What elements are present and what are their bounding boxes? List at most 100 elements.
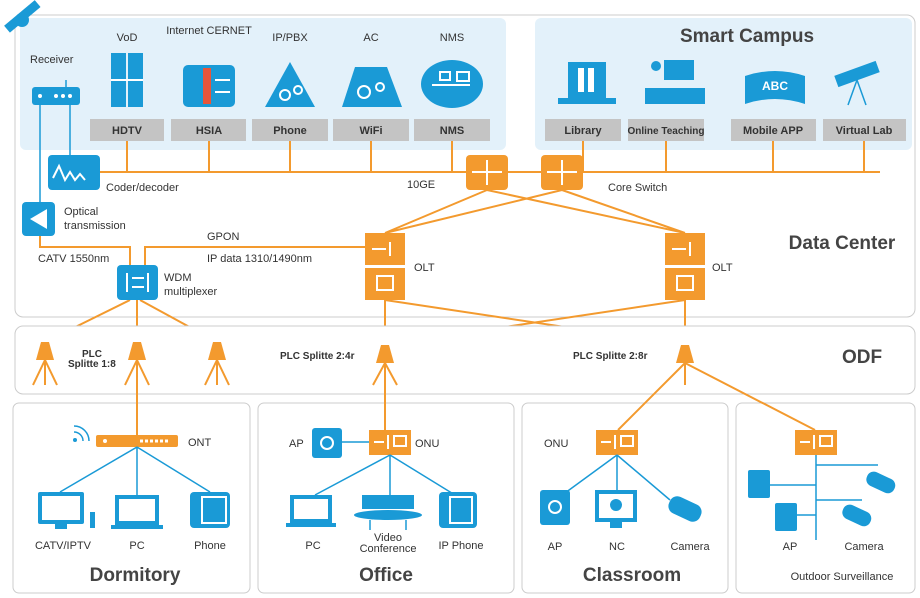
- 10ge-label: 10GE: [407, 179, 435, 191]
- outdoor-ap-icon: [748, 470, 797, 531]
- classroom-ap-icon: [540, 490, 570, 525]
- ont-label: ONT: [188, 437, 212, 449]
- splitter-icon: [32, 342, 58, 386]
- office-pc-icon: [286, 495, 336, 527]
- odf-frame: [14, 325, 916, 395]
- core-switch-1-icon: [466, 155, 508, 190]
- outdoor-onu-icon: [795, 430, 837, 455]
- ont-icon: [96, 435, 178, 447]
- service-hdtv: HDTV: [90, 119, 164, 141]
- splitter-1-8-label-2: Splitte 1:8: [68, 359, 116, 370]
- dorm-pc-label: PC: [129, 540, 144, 552]
- office-onu-label: ONU: [415, 438, 440, 450]
- classroom-ap-label: AP: [548, 541, 563, 553]
- classroom-camera-label: Camera: [670, 541, 710, 553]
- svg-text:HDTV: HDTV: [112, 125, 143, 137]
- outdoor-links: [770, 455, 878, 540]
- svg-text:NMS: NMS: [440, 125, 464, 137]
- smart-campus-panel: [535, 18, 912, 150]
- ac-gear-icon: [342, 67, 402, 107]
- campus-online-teaching: Online Teaching: [627, 119, 705, 141]
- wifi-icon: [73, 425, 90, 442]
- internet-cernet-label: Internet CERNET: [166, 25, 252, 37]
- splitter-icon: [124, 342, 150, 386]
- splitter-1-8-label-1: PLC: [82, 349, 102, 360]
- svg-text:Phone: Phone: [273, 125, 307, 137]
- dormitory-title: Dormitory: [90, 565, 181, 586]
- ac-label: AC: [363, 32, 378, 44]
- outdoor-frame: [735, 402, 916, 594]
- ippbx-label: IP/PBX: [272, 32, 308, 44]
- svg-text:HSIA: HSIA: [196, 125, 222, 137]
- service-hsia: HSIA: [171, 119, 246, 141]
- receiver-icon: [32, 80, 80, 105]
- services-panel: [20, 18, 506, 150]
- svg-text:WiFi: WiFi: [359, 125, 382, 137]
- office-ap-label: AP: [289, 438, 304, 450]
- ip-phone-icon: [439, 492, 477, 528]
- onu-icon: [369, 430, 411, 455]
- svg-text:Online Teaching: Online Teaching: [627, 126, 704, 137]
- coder-decoder-icon: [48, 155, 100, 190]
- core-switch-label: Core Switch: [608, 182, 667, 194]
- nms-top-label: NMS: [440, 32, 464, 44]
- nc-label: NC: [609, 541, 625, 553]
- conference-label: Conference: [360, 543, 417, 555]
- olt-1-label: OLT: [414, 262, 435, 274]
- splitter-icons: [32, 342, 694, 386]
- office-pc-label: PC: [305, 540, 320, 552]
- olt-2-label: OLT: [712, 262, 733, 274]
- office-title: Office: [359, 565, 413, 586]
- telescope-icon: [834, 60, 880, 106]
- campus-virtual-lab: Virtual Lab: [823, 119, 906, 141]
- svg-text:Virtual Lab: Virtual Lab: [836, 125, 893, 137]
- pc-laptop-icon: [111, 495, 163, 529]
- wdm-label-1: WDM: [164, 272, 192, 284]
- pbx-gear-icon: [265, 62, 315, 107]
- network-management-icon: [421, 60, 483, 108]
- campus-mobile-app: Mobile APP: [731, 119, 816, 141]
- classroom-onu-icon: [596, 430, 638, 455]
- gpon-label: GPON: [207, 231, 239, 243]
- receiver-label: Receiver: [30, 54, 74, 66]
- classroom-title: Classroom: [583, 565, 681, 586]
- vod-label: VoD: [117, 32, 138, 44]
- abc-book-icon: ABC: [745, 71, 805, 104]
- optical-label-2: transmission: [64, 220, 126, 232]
- camera-icon: [668, 496, 702, 522]
- outdoor-surveillance-title: Outdoor Surveillance: [791, 571, 894, 583]
- splitter-icon: [676, 345, 694, 385]
- video-label: Video: [374, 532, 402, 544]
- service-wifi: WiFi: [333, 119, 409, 141]
- drop-fibers: [136, 360, 816, 437]
- splitter-icon: [372, 345, 398, 386]
- outdoor-camera-icon: [842, 471, 896, 527]
- odf-title: ODF: [842, 347, 882, 368]
- olt-2-icon: [665, 233, 705, 300]
- optical-transmission-icon: [22, 202, 55, 236]
- splitter-icon: [204, 342, 230, 386]
- wdm-label-2: multiplexer: [164, 286, 218, 298]
- network-computer-icon: [595, 490, 637, 528]
- svg-text:Library: Library: [564, 125, 602, 137]
- catv-label: CATV 1550nm: [38, 253, 109, 265]
- laptop-books-icon: [558, 62, 616, 104]
- campus-library: Library: [545, 119, 621, 141]
- teacher-icon: [645, 60, 705, 104]
- core-switch-2-icon: [541, 155, 583, 190]
- splitter-2-4-label: PLC Splitte 2:4r: [280, 351, 355, 362]
- server-icon: [111, 53, 143, 107]
- outdoor-camera-label: Camera: [844, 541, 884, 553]
- data-center-title: Data Center: [789, 233, 896, 254]
- service-nms: NMS: [414, 119, 490, 141]
- optical-label-1: Optical: [64, 206, 98, 218]
- svg-text:Mobile APP: Mobile APP: [743, 125, 803, 137]
- classroom-onu-label: ONU: [544, 438, 569, 450]
- olt-1-icon: [365, 233, 405, 300]
- tv-icon: [38, 492, 95, 529]
- service-phone: Phone: [252, 119, 328, 141]
- access-point-icon: [312, 428, 342, 458]
- phone-icon: [190, 492, 230, 528]
- splitter-2-8-label: PLC Splitte 2:8r: [573, 351, 648, 362]
- svg-text:ABC: ABC: [762, 79, 788, 93]
